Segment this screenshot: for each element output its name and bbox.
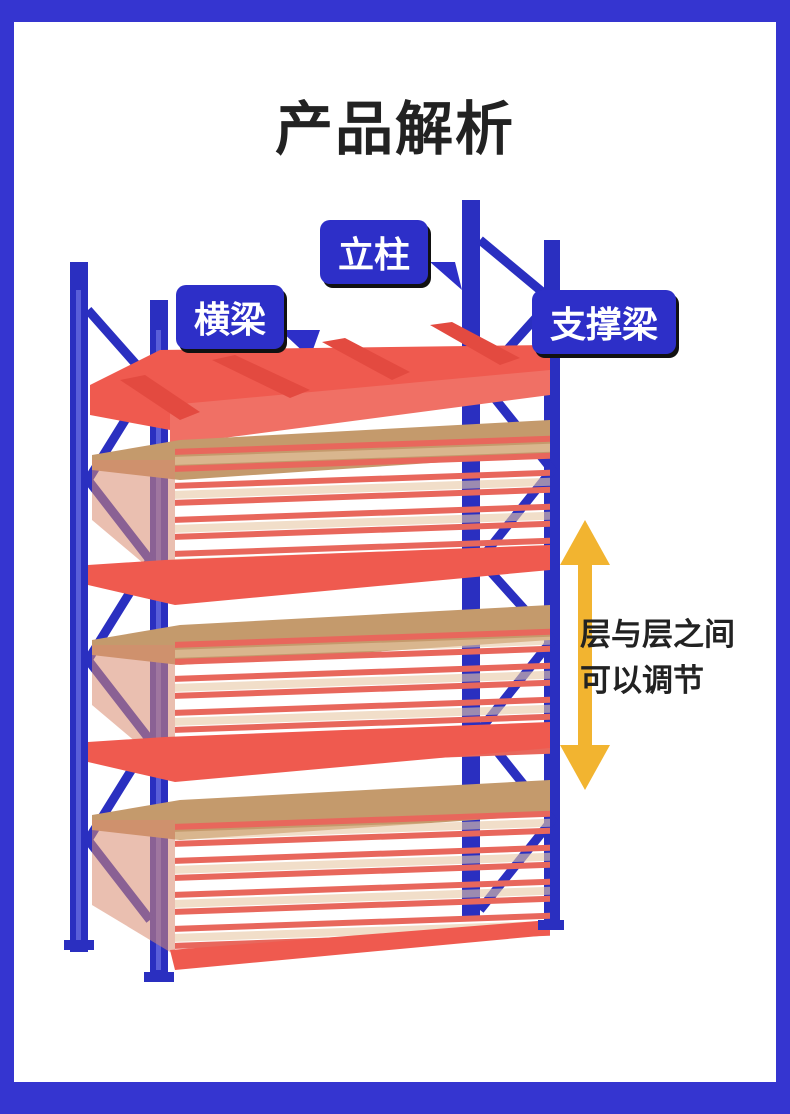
adjust-note-line-1: 层与层之间: [580, 617, 735, 653]
upright-callout: 立柱: [320, 220, 429, 284]
upright-callout-pointer: [430, 262, 462, 290]
brace-callout: 支撑梁: [532, 290, 677, 354]
shelf-level-2: [88, 605, 550, 782]
beam-callout: 横梁: [176, 285, 285, 349]
page-title: 产品解析: [274, 95, 515, 163]
adjust-arrow: [560, 520, 610, 790]
adjust-note-line-2: 可以调节: [580, 663, 704, 699]
upright-feet: [64, 920, 564, 982]
top-level: [90, 322, 550, 445]
back-right-upright: [544, 240, 560, 930]
adjust-note: 层与层之间 可以调节: [580, 612, 735, 704]
front-left-outer-upright: [70, 262, 88, 952]
shelf-level-3: [92, 780, 550, 970]
shelf-level-1: [88, 420, 550, 605]
